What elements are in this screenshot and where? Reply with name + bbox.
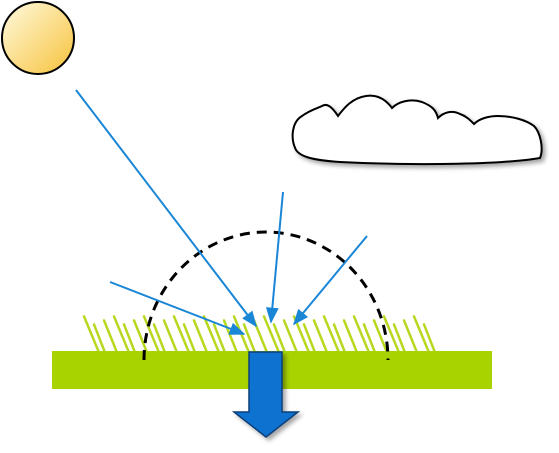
grass-blade [222, 319, 239, 354]
grass-blade [352, 315, 371, 354]
diffuse-ray-right [292, 235, 368, 326]
grass-blade [82, 315, 101, 354]
grass-blade [282, 319, 299, 354]
grass-blade [332, 323, 347, 354]
grass-blade [172, 315, 191, 354]
grass-blade [272, 323, 287, 354]
grass-blade [422, 323, 437, 354]
direct-sun-ray [75, 89, 257, 328]
downward-flux-arrow [231, 351, 301, 438]
grass-blade [112, 315, 131, 354]
grass-blade [402, 319, 419, 354]
grass-blade [302, 323, 317, 354]
grass-blade [412, 315, 431, 354]
grass-blade [342, 319, 359, 354]
diffuse-ray-top [265, 191, 284, 324]
grass-blade [122, 323, 137, 354]
grass-blade [182, 323, 197, 354]
grass-blade [132, 319, 149, 354]
grass-blade [142, 315, 161, 354]
sun-icon [1, 1, 75, 75]
grass-blades [82, 315, 437, 354]
grass-blade [242, 323, 257, 354]
grass-blade [162, 319, 179, 354]
cloud-icon [291, 94, 543, 166]
grass-blade [372, 319, 389, 354]
grass-blade [322, 315, 341, 354]
grass-blade [192, 319, 209, 354]
grass-blade [92, 323, 107, 354]
grass-blade [202, 315, 221, 354]
grass-blade [312, 319, 329, 354]
grass-blade [102, 319, 119, 354]
grass-blade [362, 323, 377, 354]
diffuse-ray-left [109, 281, 246, 335]
grass-blade [392, 323, 407, 354]
grass-blade [152, 323, 167, 354]
grass-blade [382, 315, 401, 354]
grass-blade [212, 323, 227, 354]
